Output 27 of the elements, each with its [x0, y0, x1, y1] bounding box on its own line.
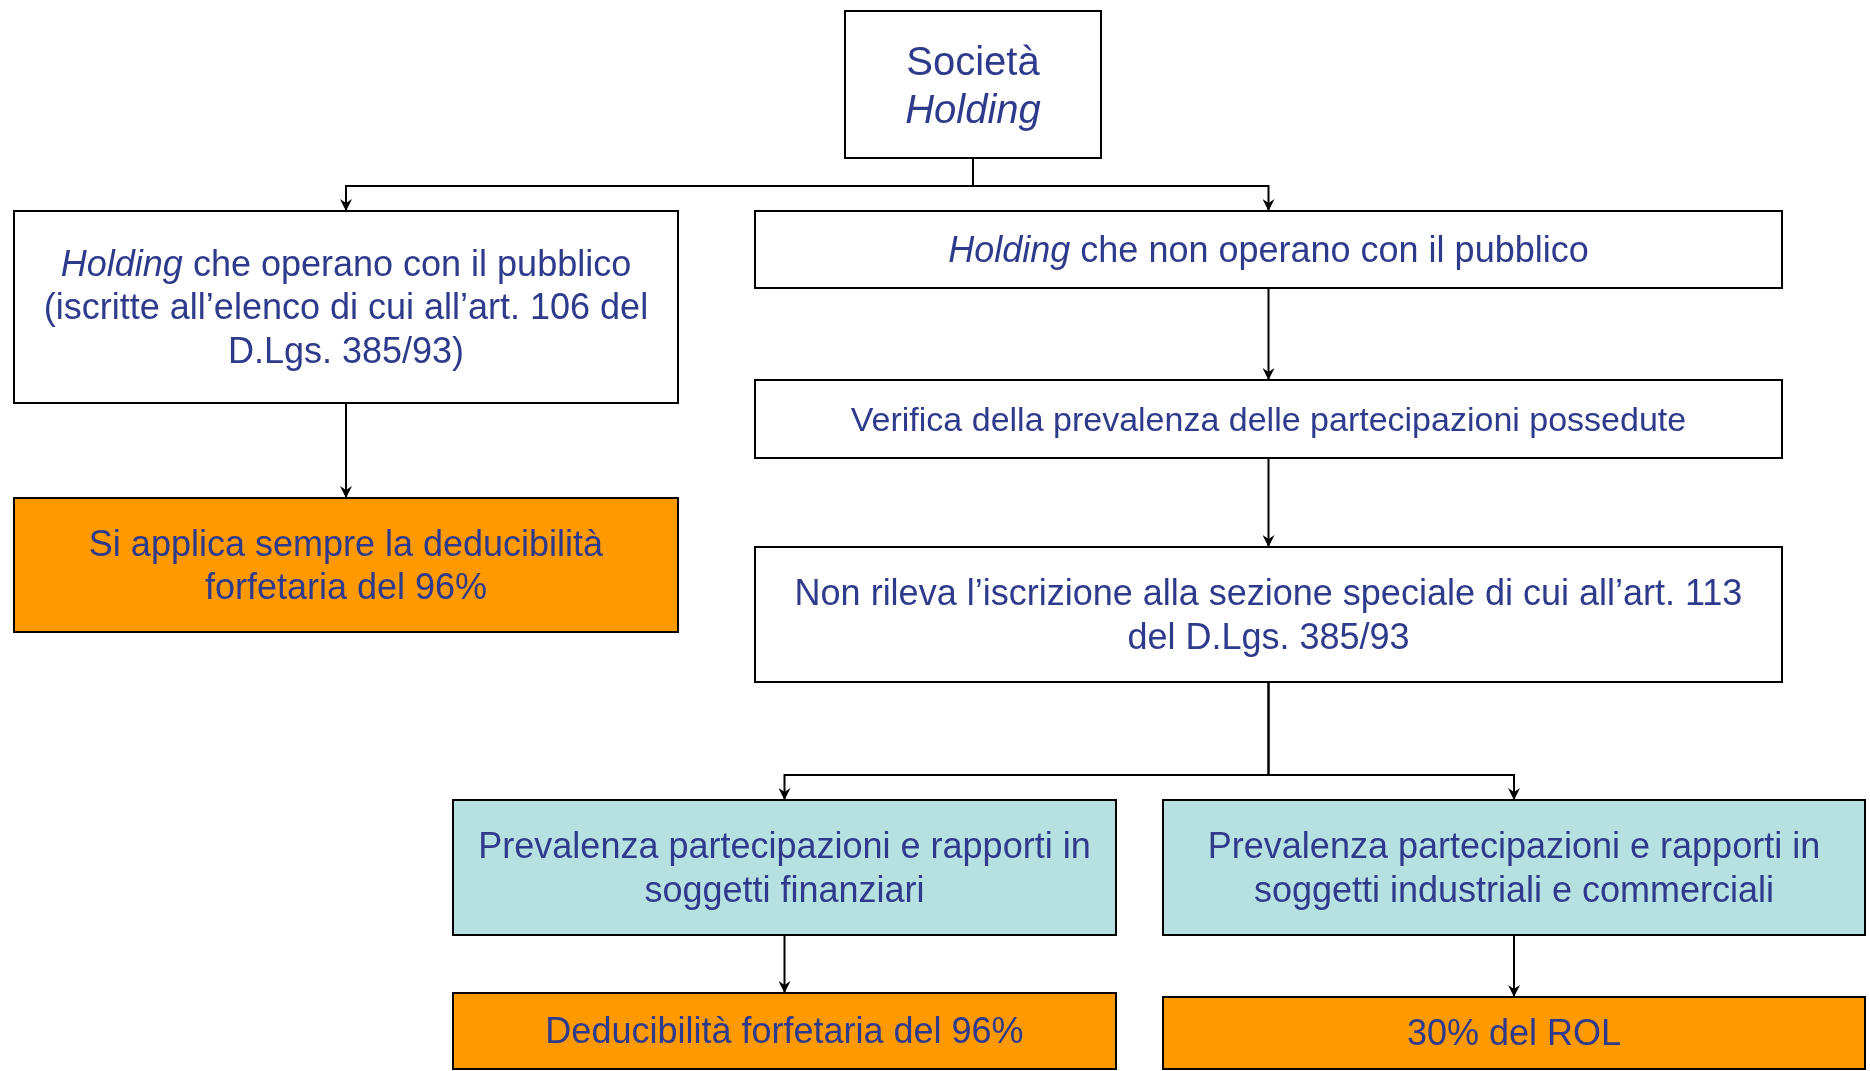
- result-box: [13, 497, 679, 633]
- box-text: Prevalenza partecipazioni e rapporti in soggetti finanziari: [477, 824, 1092, 911]
- box-text: Verifica della prevalenza delle partecipazioni possedute: [850, 398, 1687, 440]
- arrow: [1262, 288, 1275, 380]
- category-box: [452, 799, 1117, 936]
- box-text: 30% del ROL: [1406, 1011, 1622, 1055]
- box-text: Si applica sempre la deducibilità forfetaria del 96%: [87, 521, 605, 609]
- box-text: Holding che non operano con il pubblico: [948, 227, 1589, 272]
- arrow: [778, 935, 791, 993]
- process-box: [13, 210, 679, 404]
- box-text: Non rileva l’iscrizione alla sezione speciale di cui all’art. 113 del D.Lgs. 385/93: [793, 571, 1744, 658]
- process-box: [844, 10, 1102, 159]
- box-text: Deducibilità forfetaria del 96%: [545, 1009, 1024, 1053]
- result-box: [1162, 996, 1866, 1070]
- arrow: [1508, 935, 1520, 997]
- box-text: Prevalenza partecipazioni e rapporti in soggetti industriali e commerciali: [1206, 824, 1822, 911]
- process-box: [754, 546, 1783, 683]
- arrow: [1262, 458, 1275, 547]
- process-box: [754, 210, 1783, 289]
- arrow: [1267, 682, 1520, 800]
- box-text: Holding che operano con il pubblico (iscritte all’elenco di cui all’art. 106 del D.Lgs. 385/93): [42, 242, 650, 372]
- arrow: [340, 403, 352, 498]
- category-box: [1162, 799, 1866, 936]
- process-box: [754, 379, 1783, 459]
- box-text: Società Holding: [904, 37, 1042, 133]
- arrow: [972, 158, 1275, 211]
- result-box: [452, 992, 1117, 1070]
